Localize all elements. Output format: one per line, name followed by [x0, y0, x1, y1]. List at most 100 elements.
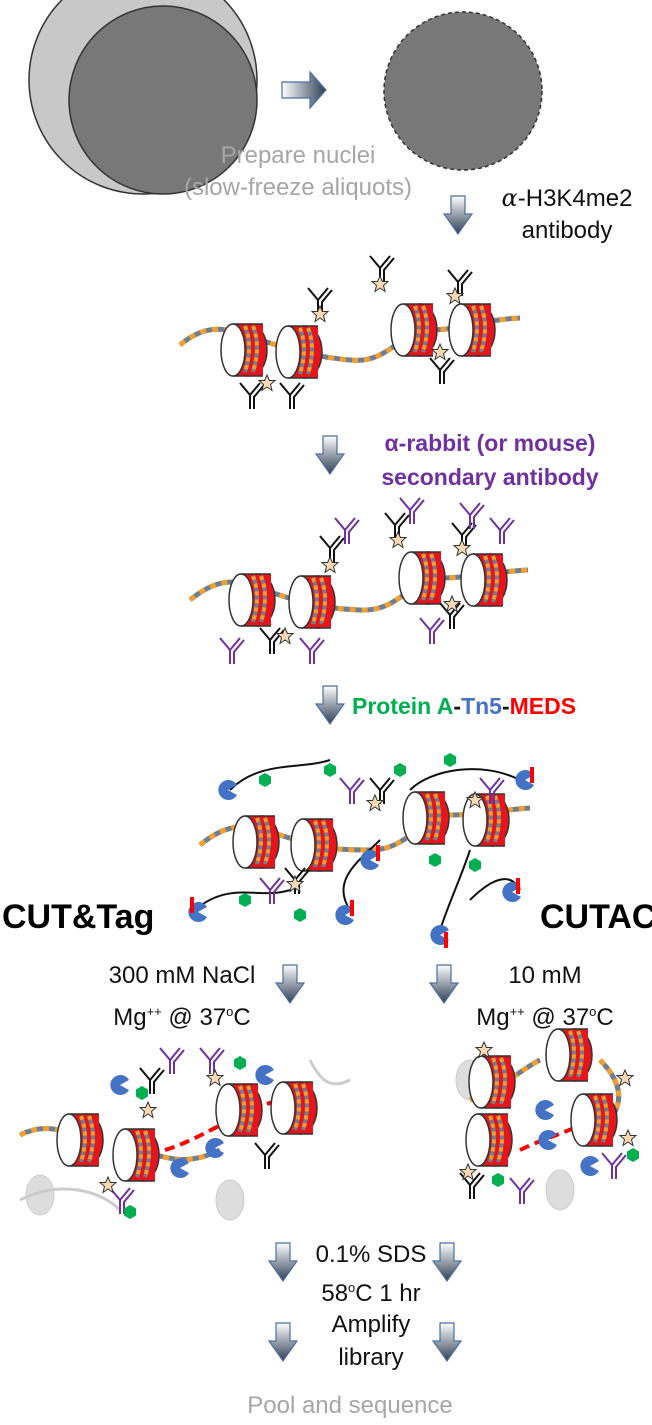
- cuttag-unit: C: [233, 1004, 251, 1031]
- secondary-antibody-icon: [199, 1047, 225, 1075]
- right-arrow-icon: [281, 70, 327, 110]
- down-arrow-icon: [268, 1322, 298, 1362]
- secondary-antibody-icon: [419, 617, 445, 645]
- ghost-nucleosome-icon: [545, 1169, 575, 1211]
- cuttag-deg: o: [226, 1004, 234, 1019]
- nucleus-stripped-icon: [383, 11, 543, 171]
- cutac-mg: Mg: [476, 1004, 510, 1031]
- tn5-icon: [255, 1065, 274, 1085]
- nucleosome-icon: [389, 302, 439, 358]
- nucleosome-icon: [289, 817, 339, 873]
- tn5-icon: [110, 1075, 129, 1095]
- antibody-icon: [319, 535, 345, 563]
- down-arrow-icon: [275, 964, 305, 1004]
- cutac-line2: Mg++ @ 37oC: [460, 994, 630, 1036]
- star-icon: [311, 305, 329, 322]
- cutac-title: CUTAC: [540, 898, 652, 936]
- star-icon: [276, 627, 294, 644]
- secondary-antibody-icon: [601, 1152, 627, 1180]
- tn5-icon: [538, 1130, 557, 1150]
- cuttag-mg-sup: ++: [146, 1004, 162, 1019]
- nucleosome-icon: [214, 1082, 264, 1138]
- protein-a-icon: [324, 763, 336, 777]
- star-icon: [475, 1041, 493, 1058]
- nucleosome-icon: [467, 1054, 517, 1110]
- protein-a-icon: [234, 1056, 246, 1070]
- nucleosome-icon: [55, 1112, 105, 1168]
- ghost-nucleosome-icon: [215, 1179, 245, 1221]
- star-icon: [453, 539, 471, 556]
- secondary-antibody-icon: [334, 517, 360, 545]
- antibody-icon: [254, 1142, 280, 1170]
- tn5-icon: [535, 1100, 554, 1120]
- secondary-antibody-icon: [339, 777, 365, 805]
- pa-sep1: -: [453, 693, 462, 719]
- star-icon: [99, 1176, 117, 1193]
- star-icon: [431, 343, 449, 360]
- nucleosome-icon: [569, 1092, 619, 1148]
- down-arrow-icon: [268, 1242, 298, 1282]
- down-arrow-icon: [315, 685, 345, 725]
- step-nuclei-line2: (slow-freeze aliquots): [183, 174, 413, 201]
- step-secondary-line2: secondary antibody: [381, 464, 599, 490]
- cuttag-mg: Mg: [113, 1004, 147, 1031]
- step-nuclei-line1: Prepare nuclei: [220, 142, 376, 169]
- sds-deg: o: [348, 1280, 356, 1295]
- protein-a-icon: [239, 893, 251, 907]
- protein-a-icon: [259, 773, 271, 787]
- antibody-icon: [279, 382, 305, 410]
- tn5-text: Tn5: [461, 693, 502, 719]
- pool-label: Pool and sequence: [247, 1392, 453, 1419]
- step-primary-line2: antibody: [521, 217, 613, 244]
- sds-label: 0.1% SDS 58oC 1 hr: [296, 1238, 446, 1310]
- meds-icon: [516, 878, 520, 894]
- sds-time: C 1 hr: [355, 1280, 421, 1307]
- nucleosome-icon: [464, 1112, 514, 1168]
- cutac-line1: 10 mM: [508, 962, 582, 989]
- amplify-label: Amplify library: [296, 1308, 446, 1374]
- step-primary-label: α-H3K4me2 antibody: [482, 182, 652, 247]
- step-pa-tn5-label: Protein A-Tn5-MEDS: [352, 690, 576, 722]
- protein-a-icon: [492, 1173, 504, 1187]
- cutac-mg-sup: ++: [509, 1004, 525, 1019]
- meds-text: MEDS: [509, 693, 577, 719]
- star-icon: [619, 1129, 637, 1146]
- cuttag-line1: 300 mM NaCl: [108, 962, 256, 989]
- chromatin-with-secondary-antibody: [188, 497, 529, 665]
- secondary-antibody-icon: [259, 877, 285, 905]
- star-icon: [446, 287, 464, 304]
- protein-a-icon: [136, 1086, 148, 1100]
- cuttag-conditions: 300 mM NaCl Mg++ @ 37oC: [92, 958, 272, 1036]
- nucleosome-icon: [231, 814, 281, 870]
- sds-line1: 0.1% SDS: [315, 1241, 427, 1268]
- nucleosome-icon: [544, 1027, 594, 1083]
- nucleus-icon: [28, 0, 258, 195]
- star-icon: [139, 1101, 157, 1118]
- nucleosome-icon: [219, 322, 269, 378]
- meds-icon: [444, 932, 448, 948]
- secondary-antibody-icon: [489, 517, 515, 545]
- cutac-deg: o: [589, 1004, 597, 1019]
- secondary-antibody-icon: [299, 637, 325, 665]
- step-secondary-label: α-rabbit (or mouse) secondary antibody: [345, 426, 635, 494]
- cutac-unit: C: [596, 1004, 614, 1031]
- nucleosome-icon: [269, 1080, 319, 1136]
- antibody-icon: [447, 269, 473, 297]
- sds-line2: 58oC 1 hr: [296, 1271, 446, 1310]
- cuttag-result: [18, 1047, 351, 1221]
- nucleosome-icon: [401, 790, 451, 846]
- star-icon: [371, 275, 389, 292]
- cuttag-title: CUT&Tag: [2, 898, 155, 936]
- step-nuclei-label: Prepare nuclei (slow-freeze aliquots): [148, 140, 448, 204]
- cuttag-line2: Mg++ @ 37oC: [92, 994, 272, 1036]
- antibody-icon: [429, 357, 455, 385]
- amplify-line2: library: [338, 1344, 404, 1371]
- protein-a-icon: [444, 753, 456, 767]
- down-arrow-icon: [315, 435, 345, 475]
- antibody-icon: [369, 255, 395, 283]
- cutac-result: [455, 1027, 639, 1211]
- protein-a-icon: [429, 853, 441, 867]
- nucleosome-icon: [461, 792, 511, 848]
- nucleosome-icon: [227, 572, 277, 628]
